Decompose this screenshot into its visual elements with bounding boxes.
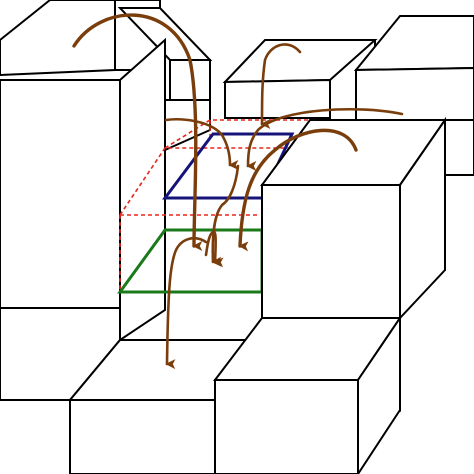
flow-arrow bbox=[165, 236, 208, 370]
building-right-mid bbox=[444, 119, 474, 176]
flow-arrows bbox=[72, 13, 404, 370]
building-bottom-left bbox=[67, 339, 252, 474]
building-left-tall bbox=[0, 37, 166, 341]
flow-arrow bbox=[260, 43, 302, 130]
flow-arrow bbox=[246, 108, 404, 172]
flow-arrow bbox=[204, 230, 224, 268]
flow-arrow bbox=[72, 13, 203, 252]
building-right-front bbox=[260, 116, 447, 321]
building-bottom-center bbox=[212, 314, 402, 474]
flow-arrow bbox=[238, 128, 358, 252]
flow-arrow bbox=[164, 118, 239, 170]
flow-arrow bbox=[211, 164, 240, 267]
